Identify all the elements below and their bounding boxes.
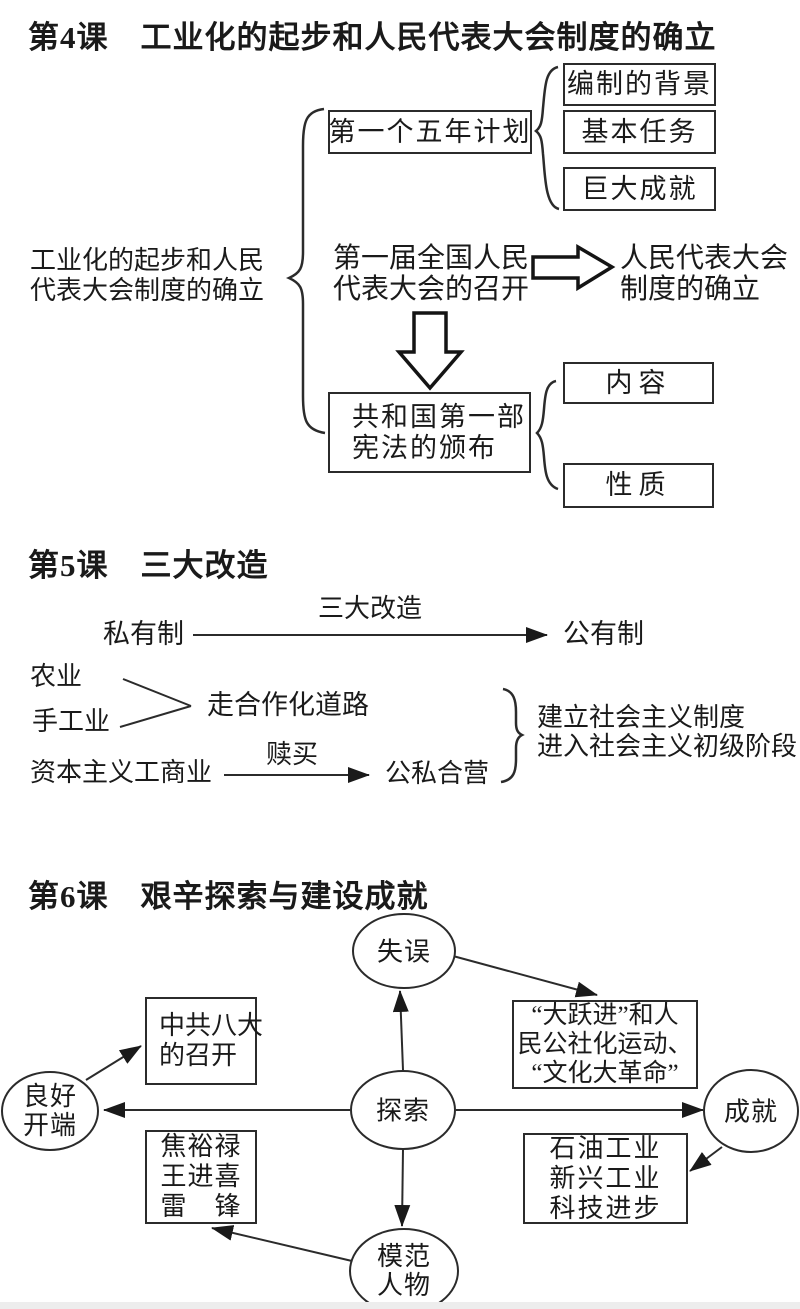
congress-label-line2: 代表大会的召开 — [333, 274, 530, 305]
nature-label: 性质 — [605, 470, 672, 500]
arrow-achievements-to-industry — [689, 1146, 723, 1172]
good-start-label: 良好 开端 — [23, 1082, 77, 1140]
congress-result-line2: 制度的确立 — [620, 274, 761, 305]
exploration-label: 探索 — [375, 1096, 431, 1126]
arrow-goodstart-to-congress — [85, 1045, 142, 1081]
three-transformations-label: 三大改造 — [318, 594, 423, 623]
constitution-branch-nature-box: 性质 — [563, 463, 714, 508]
model-figures-ellipse — [349, 1228, 459, 1309]
brace-plan-branches — [534, 65, 560, 211]
arrow-model-to-figures — [211, 1225, 353, 1262]
model-figures-label: 模范 人物 — [377, 1242, 431, 1300]
lesson5-title: 第5课 三大改造 — [28, 548, 269, 583]
model-figures-line1: 模范 — [376, 1242, 432, 1271]
lesson5-result-label: 建立社会主义制度 进入社会主义初级阶段 — [537, 703, 797, 761]
industry-line2: 新兴工业 — [549, 1163, 662, 1193]
industry-line1: 石油工业 — [549, 1133, 662, 1163]
movements-line1: “大跃进”和人 — [531, 1002, 679, 1029]
five-year-plan-label: 第一个五年计划 — [328, 116, 532, 147]
constitution-line1: 共和国第一部 — [352, 401, 526, 432]
eighth-congress-line1: 中共八大 — [159, 1011, 264, 1040]
lesson5-result-line1: 建立社会主义制度 — [537, 703, 746, 732]
private-ownership-label: 私有制 — [103, 619, 184, 649]
congress-label-line1: 第一届全国人民 — [333, 243, 530, 274]
line-handicraft-merge — [119, 705, 192, 728]
congress-label: 第一届全国人民 代表大会的召开 — [333, 243, 529, 305]
congress-result-line1: 人民代表大会 — [620, 243, 789, 274]
plan-branch-tasks-box: 基本任务 — [563, 110, 716, 154]
lesson4-root-label-line2: 代表大会制度的确立 — [30, 276, 265, 305]
good-start-ellipse — [1, 1071, 99, 1151]
cooperative-path-label: 走合作化道路 — [207, 690, 369, 720]
plan-branch-background-box: 编制的背景 — [563, 63, 716, 106]
handicraft-label: 手工业 — [32, 707, 111, 736]
mistakes-label: 失误 — [376, 937, 432, 967]
achievements-ellipse — [703, 1069, 799, 1153]
lesson4-root-label-line1: 工业化的起步和人民 — [30, 246, 265, 275]
arrow-mistakes-to-movements — [452, 955, 598, 998]
eighth-congress-box: 中共八大 的召开 — [145, 997, 263, 1085]
five-year-plan-box: 第一个五年计划 — [328, 110, 532, 154]
block-arrow-down-icon — [395, 311, 465, 391]
brace-constitution-branches — [535, 379, 559, 491]
constitution-box: 共和国第一部 宪法的颁布 — [328, 392, 531, 473]
lesson6-title: 第6课 艰辛探索与建设成就 — [28, 879, 429, 914]
lesson4-title: 第4课 工业化的起步和人民代表大会制度的确立 — [28, 20, 717, 55]
mistakes-ellipse — [352, 913, 456, 989]
plan-branch-achievements-label: 巨大成就 — [581, 173, 698, 204]
figures-box: 焦裕禄 王进喜 雷 锋 — [145, 1130, 257, 1224]
constitution-branch-content-box: 内容 — [563, 362, 714, 404]
block-arrow-right-icon — [531, 243, 616, 292]
plan-branch-background-label: 编制的背景 — [567, 69, 712, 99]
congress-result-label: 人民代表大会 制度的确立 — [620, 243, 788, 305]
movements-line3: “文化大革命” — [531, 1060, 679, 1087]
industry-box: 石油工业 新兴工业 科技进步 — [523, 1133, 688, 1224]
arrow-exploration-to-model — [394, 1148, 411, 1227]
movements-box: “大跃进”和人 民公社化运动、 “文化大革命” — [512, 1000, 698, 1089]
figures-line3: 雷 锋 — [160, 1192, 242, 1221]
exploration-ellipse — [350, 1070, 456, 1150]
good-start-line2: 开端 — [22, 1111, 78, 1140]
content-label: 内容 — [605, 367, 672, 398]
movements-line2: 民公社化运动、 — [517, 1031, 693, 1058]
model-figures-line2: 人物 — [376, 1271, 432, 1300]
lesson4-root-label: 工业化的起步和人民 代表大会制度的确立 — [30, 246, 264, 306]
good-start-line1: 良好 — [22, 1082, 78, 1111]
achievements-label: 成就 — [723, 1097, 779, 1127]
bottom-edge-strip — [0, 1302, 800, 1309]
line-agriculture-merge — [122, 678, 192, 707]
constitution-line2: 宪法的颁布 — [352, 432, 497, 463]
plan-branch-tasks-label: 基本任务 — [581, 116, 698, 147]
arrow-exploration-to-mistakes — [392, 990, 409, 1071]
agriculture-label: 农业 — [30, 662, 83, 691]
eighth-congress-line2: 的召开 — [159, 1041, 238, 1070]
figures-line1: 焦裕禄 — [160, 1132, 242, 1161]
brace-lesson4-main — [285, 107, 326, 435]
public-ownership-label: 公有制 — [563, 619, 644, 649]
lesson5-result-line2: 进入社会主义初级阶段 — [537, 732, 798, 761]
capitalist-industry-label: 资本主义工商业 — [30, 758, 213, 787]
buyout-label: 赎买 — [266, 740, 319, 769]
joint-ownership-label: 公私合营 — [385, 759, 490, 788]
figures-line2: 王进喜 — [160, 1162, 242, 1191]
plan-branch-achievements-box: 巨大成就 — [563, 167, 716, 211]
industry-line3: 科技进步 — [549, 1193, 662, 1223]
brace-lesson5-result — [500, 687, 525, 784]
